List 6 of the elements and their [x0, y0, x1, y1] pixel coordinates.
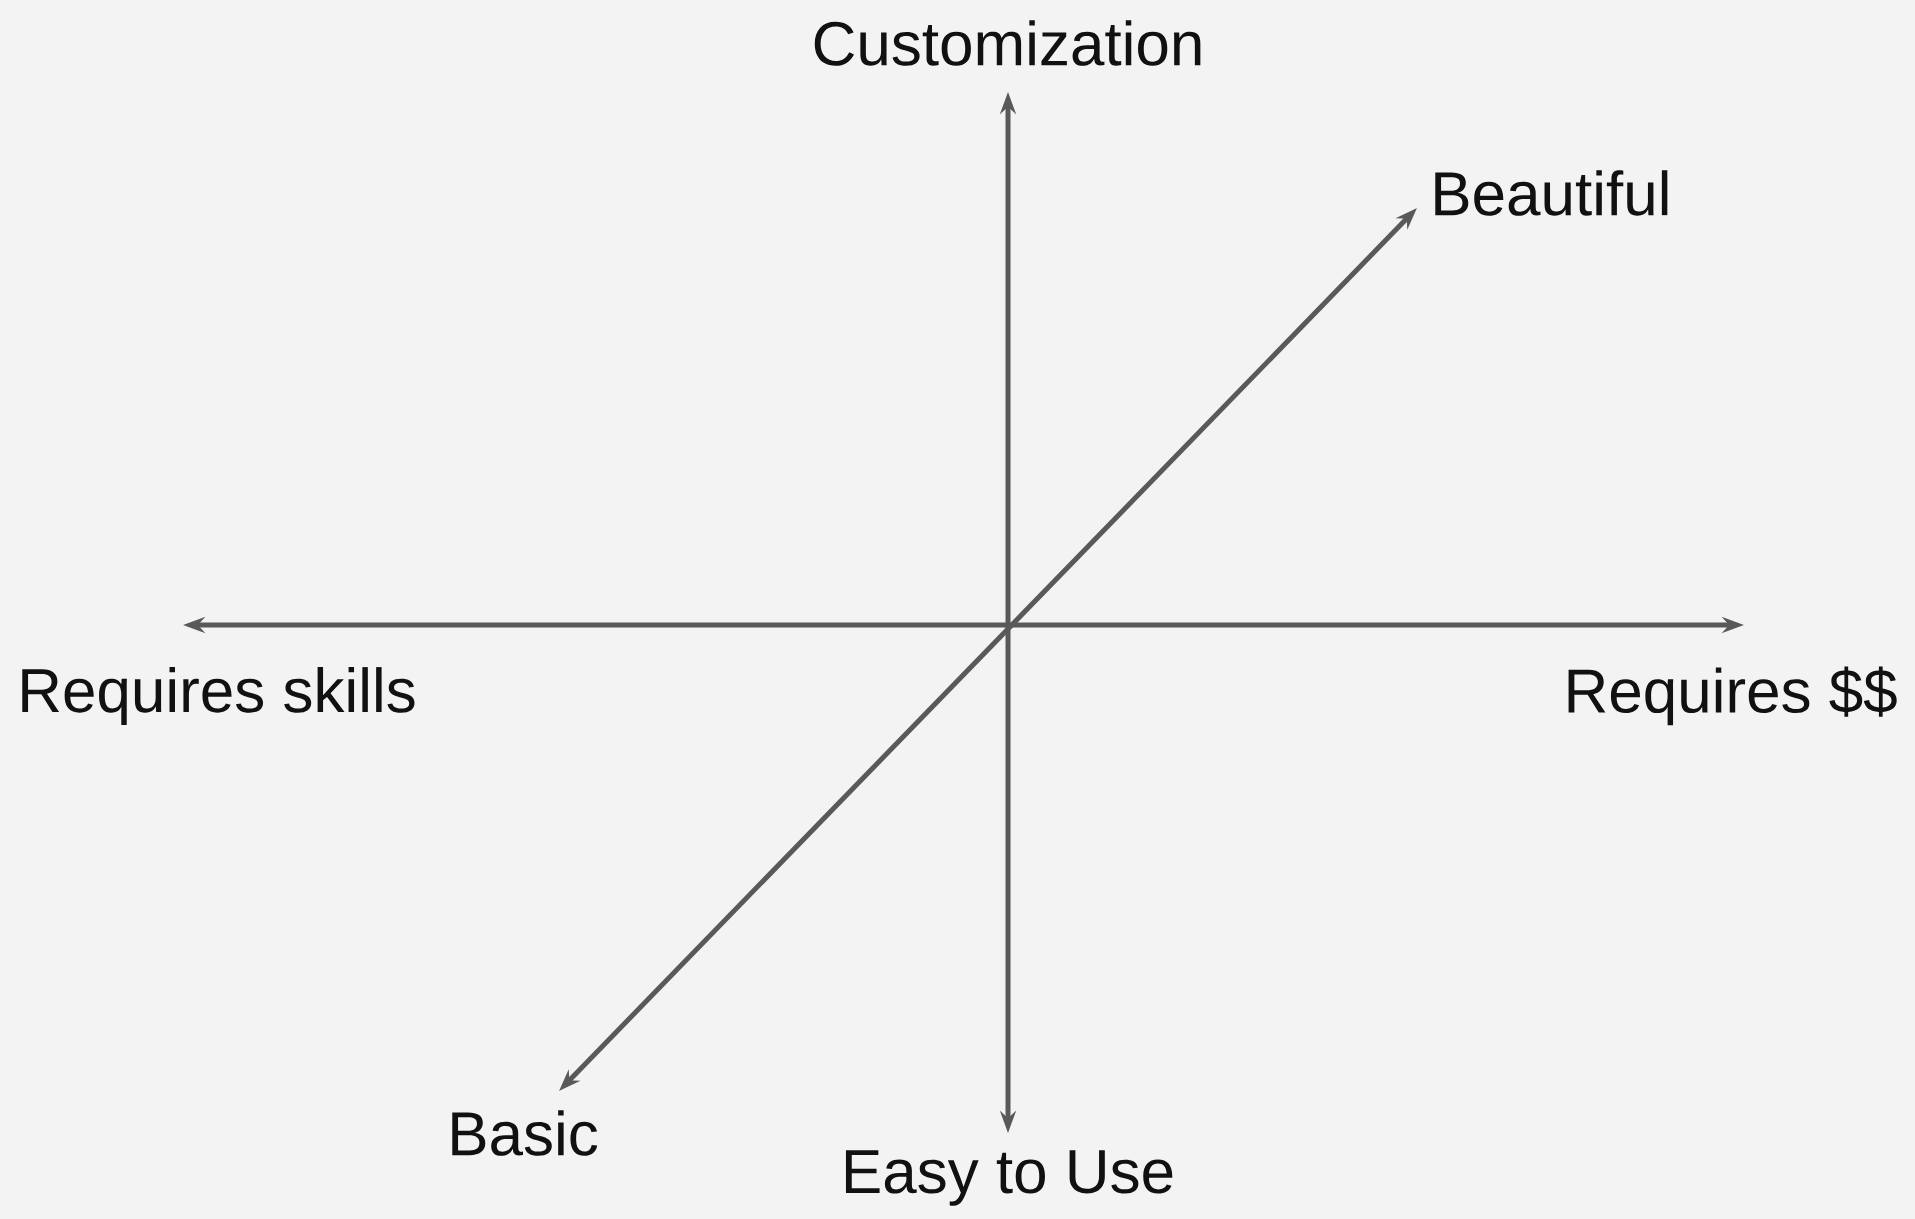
axis-label: Easy to Use: [845, 1150, 1173, 1206]
axis-label: Basic: [452, 1110, 598, 1156]
axis-label: Requires skills: [22, 667, 415, 725]
axis-label: Requires $$: [1568, 666, 1897, 726]
axis-label: Customization: [814, 20, 1201, 66]
axis-label: Beautiful: [1435, 170, 1668, 216]
